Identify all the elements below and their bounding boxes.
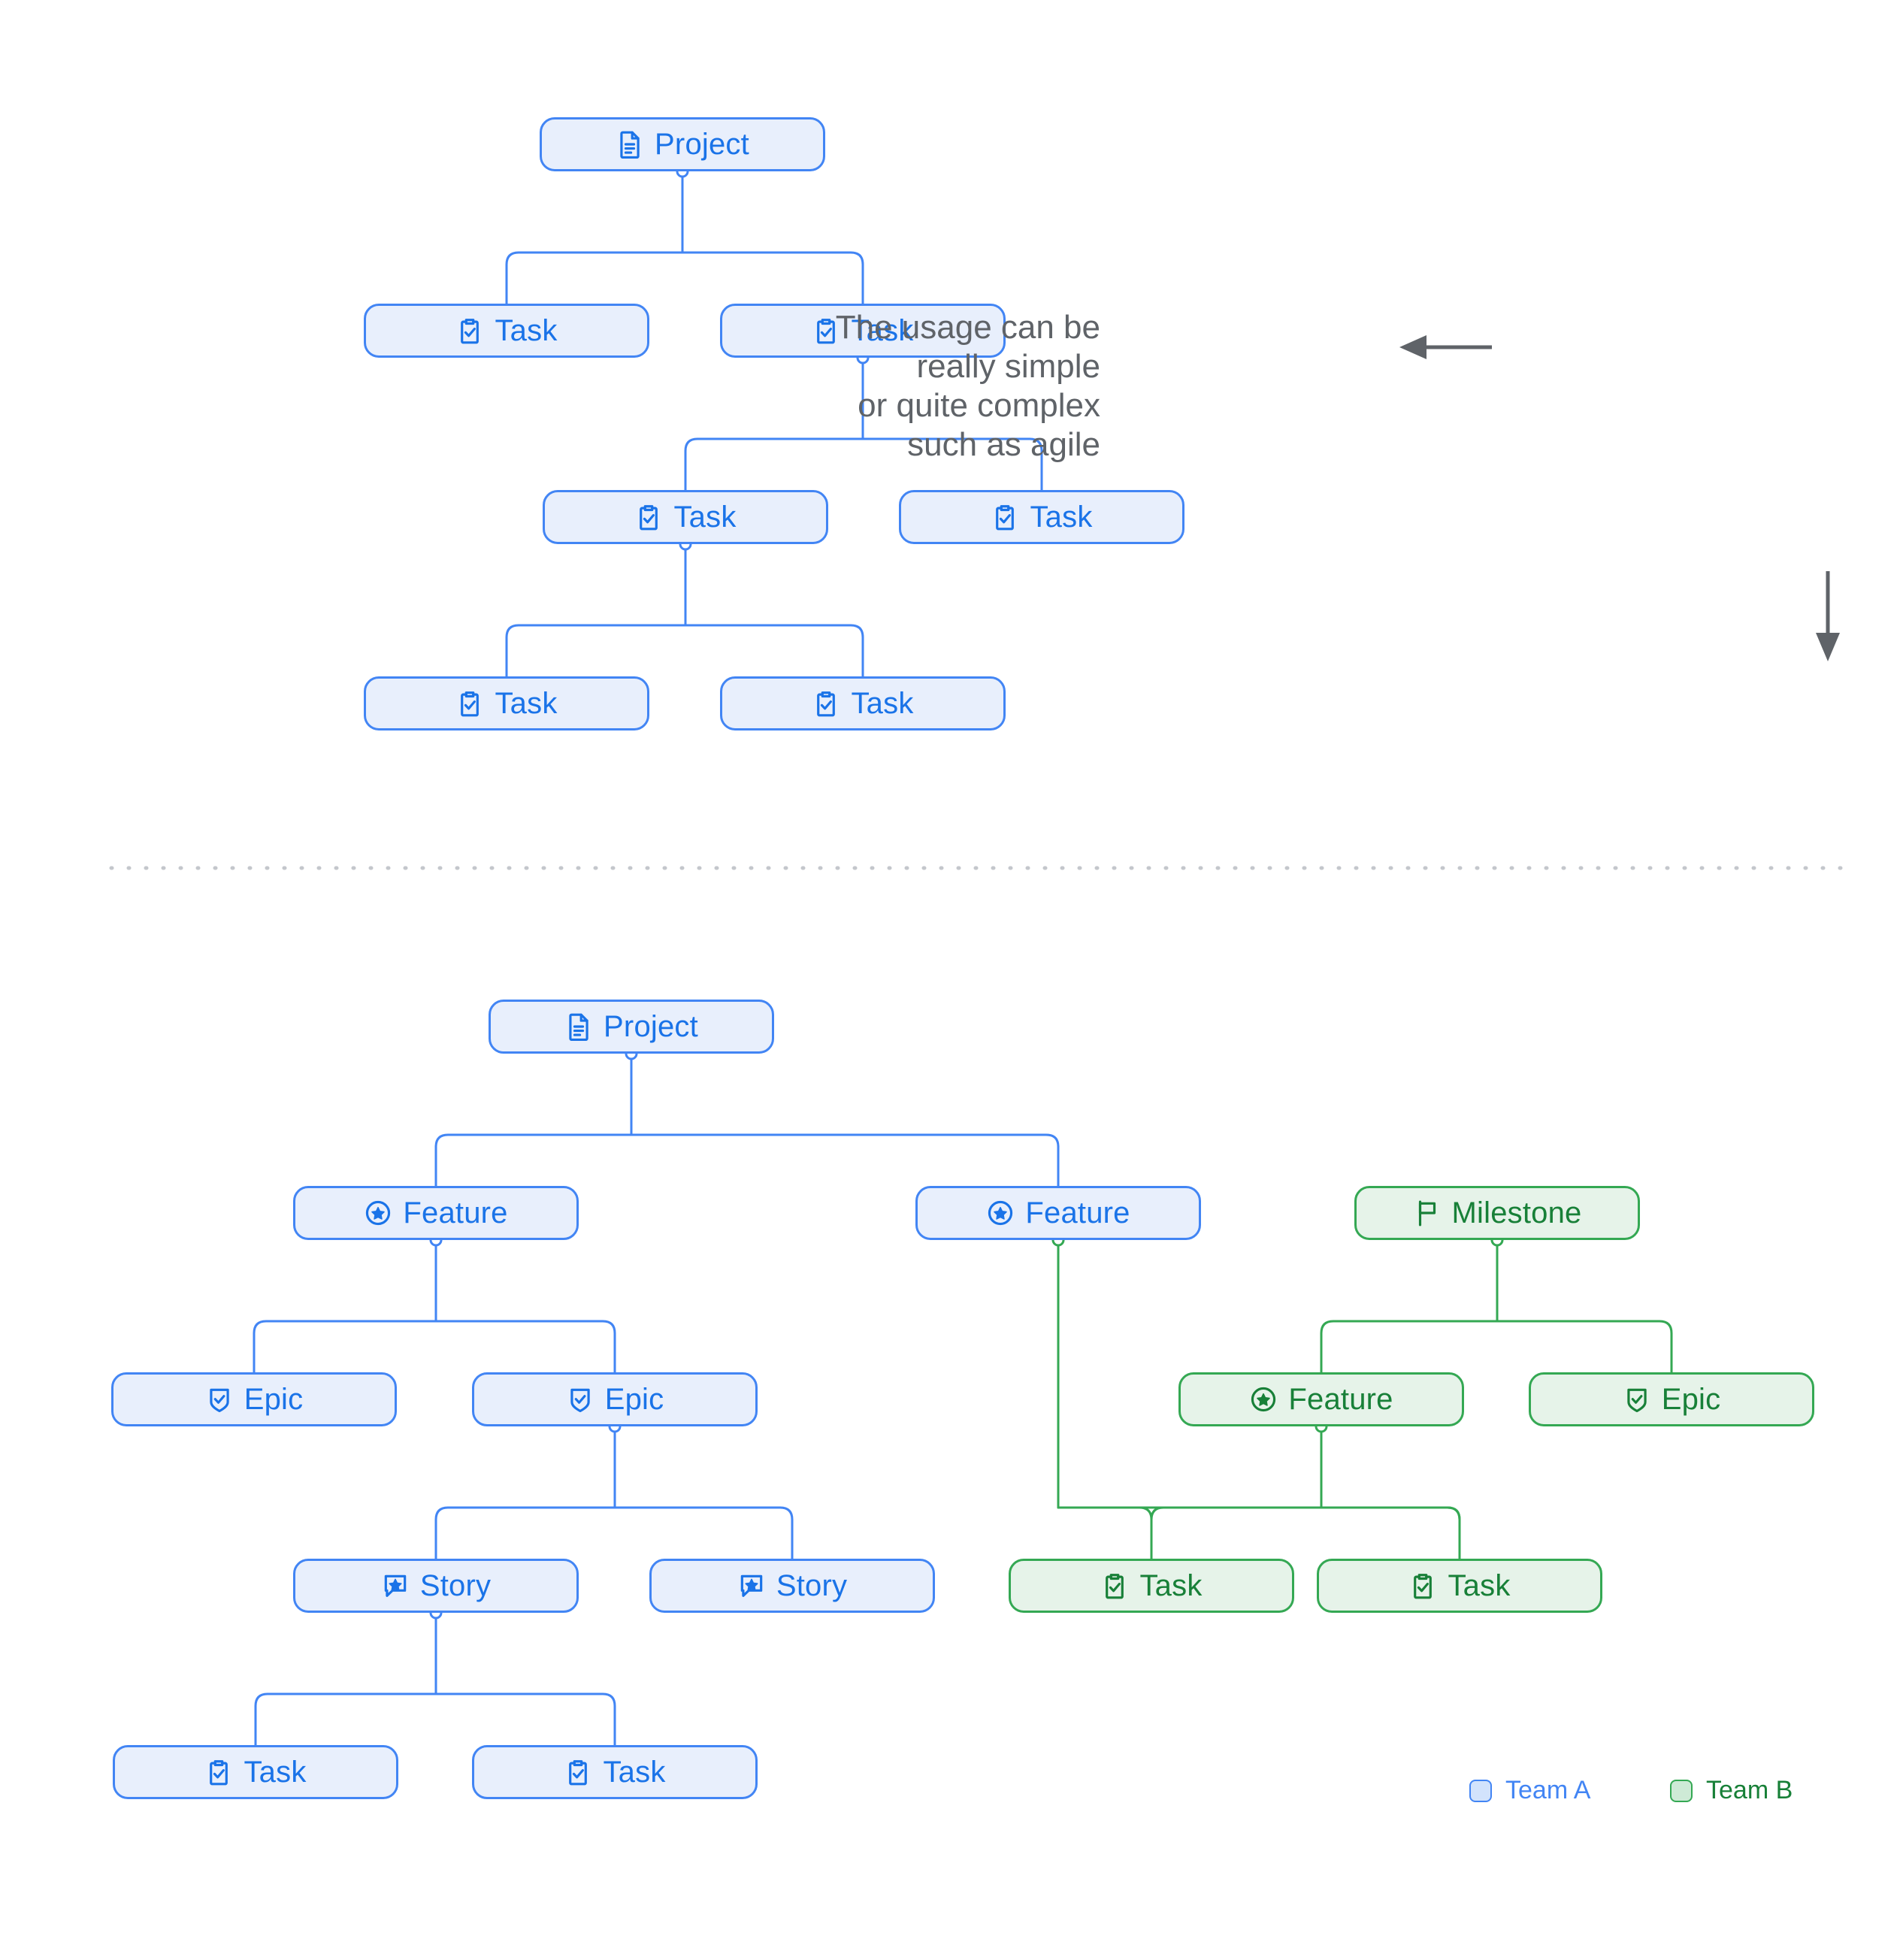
- node-label: Task: [851, 687, 914, 720]
- story-bubble-icon: [381, 1571, 410, 1600]
- task-clipboard-icon: [204, 1758, 233, 1786]
- legend-item-team-a: Team A: [1469, 1776, 1590, 1805]
- node-label: Task: [1448, 1569, 1511, 1602]
- edge-branch: [1496, 1320, 1673, 1374]
- feature-star-icon: [364, 1199, 392, 1227]
- node-label: Epic: [244, 1383, 304, 1416]
- node-label: Project: [604, 1010, 698, 1043]
- task-clipboard-icon: [455, 689, 484, 718]
- node-feature-a3[interactable]: Feature: [915, 1186, 1201, 1240]
- node-label: Task: [1030, 501, 1093, 534]
- node-task-a8[interactable]: Task: [113, 1745, 398, 1799]
- edge-branch: [684, 437, 864, 492]
- edge-branch: [434, 1506, 616, 1560]
- node-label: Story: [419, 1569, 492, 1602]
- edge-branch: [505, 624, 687, 678]
- edge-branch: [613, 1506, 794, 1560]
- node-project-a1[interactable]: Project: [489, 1000, 774, 1054]
- story-bubble-icon: [737, 1571, 766, 1600]
- task-clipboard-icon: [634, 503, 663, 531]
- node-task-a9[interactable]: Task: [472, 1745, 758, 1799]
- node-label: Task: [673, 501, 737, 534]
- epic-shield-icon: [205, 1385, 234, 1414]
- node-epic-b3[interactable]: Epic: [1529, 1372, 1814, 1426]
- legend-swatch-team-b: [1670, 1779, 1693, 1802]
- legend-item-team-b: Team B: [1670, 1776, 1793, 1805]
- task-clipboard-icon: [564, 1758, 592, 1786]
- node-epic-a5[interactable]: Epic: [472, 1372, 758, 1426]
- edge-branch: [1320, 1320, 1499, 1374]
- node-label: Story: [776, 1569, 848, 1602]
- node-task-s7[interactable]: Task: [720, 676, 1006, 730]
- node-task-s3[interactable]: Task: [720, 304, 1006, 358]
- usage-note-line-1: The usage can be: [835, 309, 1100, 346]
- edge-branch: [254, 1692, 437, 1747]
- node-epic-a4[interactable]: Epic: [111, 1372, 397, 1426]
- node-story-a6[interactable]: Story: [293, 1559, 579, 1613]
- usage-note-line-4: such as agile: [907, 425, 1100, 463]
- task-clipboard-icon: [455, 316, 484, 345]
- edge-branch: [861, 437, 1043, 492]
- usage-note-line-3: or quite complex: [858, 386, 1100, 424]
- edge-branch: [684, 624, 864, 678]
- task-clipboard-icon: [812, 689, 840, 718]
- node-label: Feature: [1025, 1196, 1130, 1230]
- edge-branch: [1057, 1506, 1461, 1560]
- legend-swatch-team-a: [1469, 1779, 1492, 1802]
- usage-note: The usage can be really simple or quite …: [755, 308, 1100, 464]
- legend-label-team-a: Team A: [1505, 1776, 1591, 1804]
- node-label: Task: [1139, 1569, 1203, 1602]
- node-label: Feature: [1288, 1383, 1393, 1416]
- node-label: Feature: [403, 1196, 508, 1230]
- epic-shield-icon: [566, 1385, 594, 1414]
- node-task-s2[interactable]: Task: [364, 304, 649, 358]
- node-label: Epic: [1661, 1383, 1721, 1416]
- edge-branch: [434, 1692, 616, 1747]
- node-label: Epic: [604, 1383, 664, 1416]
- node-milestone-b1[interactable]: Milestone: [1354, 1186, 1640, 1240]
- node-label: Project: [655, 128, 749, 161]
- edge-branch: [681, 251, 864, 305]
- document-icon: [564, 1012, 593, 1041]
- edge-branch: [434, 1320, 616, 1374]
- node-label: Milestone: [1451, 1196, 1582, 1230]
- node-feature-b2[interactable]: Feature: [1178, 1372, 1464, 1426]
- milestone-flag-icon: [1413, 1199, 1442, 1227]
- task-clipboard-icon: [991, 503, 1019, 531]
- node-task-s4[interactable]: Task: [543, 490, 828, 544]
- node-label: Task: [851, 314, 914, 347]
- node-project-s1[interactable]: Project: [540, 117, 825, 171]
- node-task-s5[interactable]: Task: [899, 490, 1184, 544]
- feature-star-icon: [986, 1199, 1015, 1227]
- arrow-left-icon: [1399, 335, 1492, 359]
- arrow-down-icon: [1816, 571, 1840, 661]
- node-label: Task: [495, 687, 558, 720]
- node-feature-a2[interactable]: Feature: [293, 1186, 579, 1240]
- node-task-s6[interactable]: Task: [364, 676, 649, 730]
- node-label: Task: [244, 1756, 307, 1789]
- feature-star-icon: [1249, 1385, 1278, 1414]
- edge-branch: [630, 1133, 1060, 1187]
- epic-shield-icon: [1623, 1385, 1651, 1414]
- legend-label-team-b: Team B: [1706, 1776, 1793, 1804]
- edge-branch: [253, 1320, 437, 1374]
- document-icon: [616, 130, 644, 159]
- usage-note-line-2: really simple: [916, 347, 1100, 385]
- edge-branch: [505, 251, 684, 305]
- node-task-b4[interactable]: Task: [1009, 1559, 1294, 1613]
- edge-branch: [434, 1133, 633, 1187]
- node-label: Task: [495, 314, 558, 347]
- node-task-b5[interactable]: Task: [1317, 1559, 1602, 1613]
- task-clipboard-icon: [812, 316, 840, 345]
- task-clipboard-icon: [1408, 1571, 1437, 1600]
- task-clipboard-icon: [1100, 1571, 1129, 1600]
- node-story-a7[interactable]: Story: [649, 1559, 935, 1613]
- node-label: Task: [603, 1756, 666, 1789]
